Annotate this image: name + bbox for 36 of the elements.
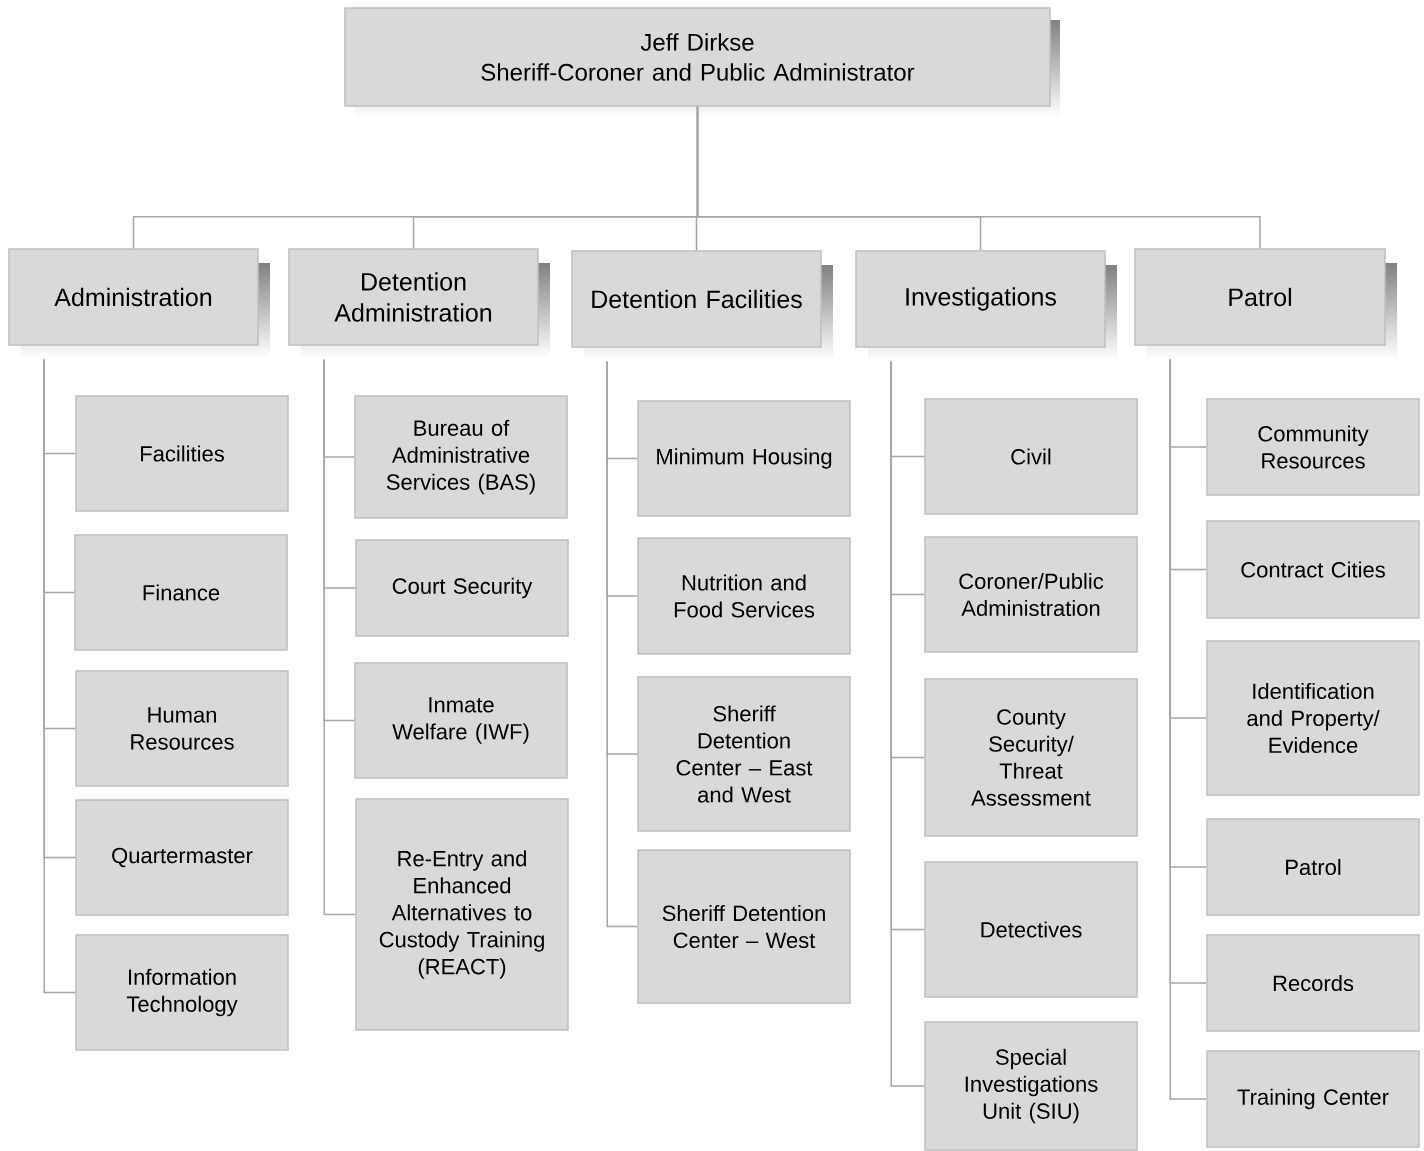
org-box: Minimum Housing <box>637 400 851 517</box>
org-box: Civil <box>924 398 1138 515</box>
org-box: Nutrition and Food Services <box>637 537 851 655</box>
org-box: Coroner/Public Administration <box>924 536 1138 653</box>
org-box: Quartermaster <box>75 799 289 916</box>
connector-line <box>43 359 76 994</box>
org-box: Special Investigations Unit (SIU) <box>924 1021 1138 1151</box>
connector-line <box>1169 359 1207 1100</box>
org-box: Sheriff Detention Center – East and West <box>637 676 851 832</box>
org-box: Sheriff Detention Center – West <box>637 849 851 1004</box>
connector-line <box>696 106 1261 249</box>
org-box: Administration <box>8 248 270 359</box>
org-box: Human Resources <box>75 670 289 787</box>
org-box: Information Technology <box>75 934 289 1051</box>
org-box: Contract Cities <box>1206 520 1420 619</box>
connector-line <box>890 361 925 1087</box>
org-box: Detention Administration <box>288 248 550 359</box>
org-box: Re-Entry and Enhanced Alternatives to Custody Training (REACT) <box>355 798 569 1031</box>
org-box: Patrol <box>1134 248 1397 359</box>
connector-line <box>606 361 638 928</box>
org-box: Jeff Dirkse Sheriff-Coroner and Public Administrator <box>344 7 1060 118</box>
connector-line <box>323 359 356 916</box>
org-box: Investigations <box>855 250 1117 361</box>
org-box: Community Resources <box>1206 398 1420 496</box>
org-box: Bureau of Administrative Services (BAS) <box>354 395 568 519</box>
org-box: County Security/ Threat Assessment <box>924 678 1138 837</box>
org-box: Court Security <box>355 539 569 637</box>
org-box: Inmate Welfare (IWF) <box>354 662 568 779</box>
org-box: Records <box>1206 934 1420 1032</box>
org-box: Detectives <box>924 861 1138 998</box>
org-box: Training Center <box>1206 1050 1420 1148</box>
org-box: Detention Facilities <box>571 250 833 361</box>
org-box: Identification and Property/ Evidence <box>1206 640 1420 796</box>
org-box: Facilities <box>75 395 289 512</box>
org-box: Patrol <box>1206 818 1420 916</box>
org-box: Finance <box>74 534 288 651</box>
